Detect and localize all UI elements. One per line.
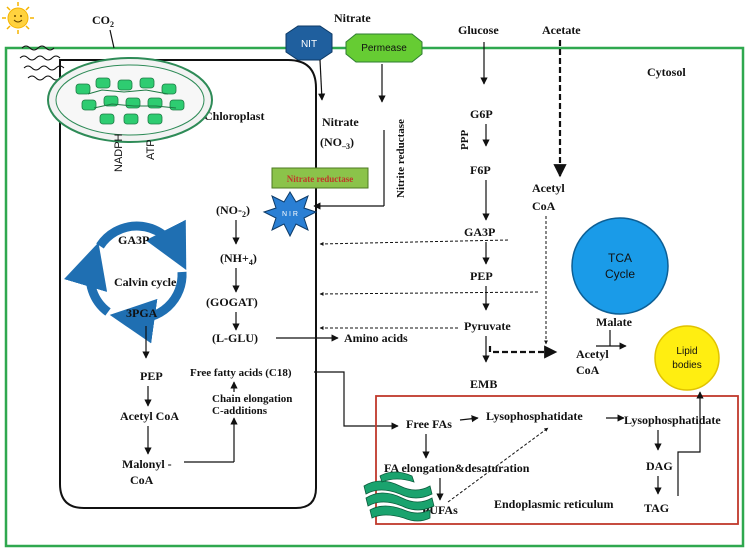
svg-text:Cycle: Cycle — [605, 267, 635, 281]
nir-enzyme-icon: N I R — [262, 191, 318, 238]
lyso-2-label: Lysophosphatidate — [624, 413, 721, 427]
acetyl-coa-label-1: Acetyl — [532, 181, 565, 195]
lipid-bodies: Lipid bodies — [654, 325, 720, 391]
free-fatty-acids-label: Free fatty acids (C18) — [190, 367, 292, 379]
tag-label: TAG — [644, 501, 669, 515]
arrow-ffas-lyso — [459, 415, 479, 423]
sun-icon — [2, 2, 34, 34]
nadph-label: NADPH — [113, 133, 125, 172]
co2-line — [109, 29, 115, 49]
er-box — [375, 395, 739, 525]
calvin-cycle-arrows — [64, 219, 187, 344]
svg-text:N I R: N I R — [282, 211, 298, 218]
chloroplast-membrane — [59, 59, 317, 509]
lglu-label: (L-GLU) — [212, 331, 258, 345]
chloroplast-organelle-icon — [47, 57, 213, 143]
fa-elongation-label: FA elongation&desaturation — [384, 461, 530, 475]
svg-text:bodies: bodies — [672, 360, 701, 371]
dashed-ga3p-chloro — [319, 239, 509, 246]
dashed-pufas-lyso — [447, 427, 549, 503]
acetyl-coa-chloro-label: Acetyl CoA — [120, 409, 179, 423]
svg-text:Lipid: Lipid — [676, 346, 697, 357]
acetyl-coa-label-2: CoA — [532, 199, 556, 213]
nit-transporter: NIT — [285, 25, 333, 61]
pep-label: PEP — [470, 269, 493, 283]
svg-text:Nitrate reductase: Nitrate reductase — [287, 174, 354, 184]
emb-label: EMB — [470, 377, 497, 391]
lyso-1-label: Lysophosphatidate — [486, 409, 583, 423]
malonyl-label-2: CoA — [130, 473, 154, 487]
ppp-label: PPP — [459, 130, 471, 150]
gogat-label: (GOGAT) — [206, 295, 258, 309]
svg-text:NIT: NIT — [301, 39, 317, 50]
malonyl-label-1: Malonyl - — [122, 457, 172, 471]
acetate-label: Acetate — [542, 23, 581, 37]
pyruvate-label: Pyruvate — [464, 319, 511, 333]
chloroplast-label: Chloroplast — [204, 109, 264, 123]
malate-label: Malate — [596, 315, 633, 329]
g6p-label: G6P — [470, 107, 493, 121]
nitrate-reductase-box: Nitrate reductase — [271, 167, 369, 189]
pep-chloro-label: PEP — [140, 369, 163, 383]
glucose-label: Glucose — [458, 23, 499, 37]
chain-elongation-label-1: Chain elongation — [212, 393, 292, 405]
nh4-label: (NH+4) — [220, 251, 257, 267]
acetyl-coa-bottom-1: Acetyl — [576, 347, 609, 361]
nitrate-top-label: Nitrate — [334, 11, 371, 25]
dashed-pep-chloro — [319, 291, 539, 296]
light-rays — [19, 45, 69, 81]
ga3p-calvin-label: GA3P — [118, 233, 149, 247]
amino-acids-label: Amino acids — [344, 331, 408, 345]
arrow-nit-nitrate — [318, 59, 326, 101]
f6p-label: F6P — [470, 163, 491, 177]
svg-text:Permease: Permease — [361, 43, 407, 54]
arrow-ffa-er — [314, 371, 399, 430]
co2-label: CO2 — [92, 13, 114, 29]
bold-dashed-pyruvate-acetyl — [488, 345, 558, 359]
arrow-tag-lipid — [677, 391, 704, 496]
nitrite-reductase-label: Nitrite reductase — [395, 119, 407, 198]
permease-transporter: Permease — [345, 33, 423, 63]
nitrate-inner-label: Nitrate — [322, 115, 359, 129]
chain-elongation-label-2: C-additions — [212, 405, 268, 417]
no2-label: (NO-2) — [216, 203, 250, 219]
3pga-label: 3PGA — [126, 306, 158, 320]
dag-label: DAG — [646, 459, 673, 473]
cytosol-label: Cytosol — [647, 65, 686, 79]
free-fas-label: Free FAs — [406, 417, 452, 431]
calvin-cycle-label: Calvin cycle — [114, 275, 177, 289]
no3-label: (NO–3) — [320, 135, 354, 151]
er-organelle-icon — [363, 471, 435, 522]
svg-text:TCA: TCA — [608, 251, 632, 265]
tca-cycle: TCA Cycle — [571, 217, 669, 315]
atp-label: ATP — [145, 139, 157, 160]
acetyl-coa-bottom-2: CoA — [576, 363, 600, 377]
ga3p-label: GA3P — [464, 225, 495, 239]
er-label: Endoplasmic reticulum — [494, 497, 613, 511]
